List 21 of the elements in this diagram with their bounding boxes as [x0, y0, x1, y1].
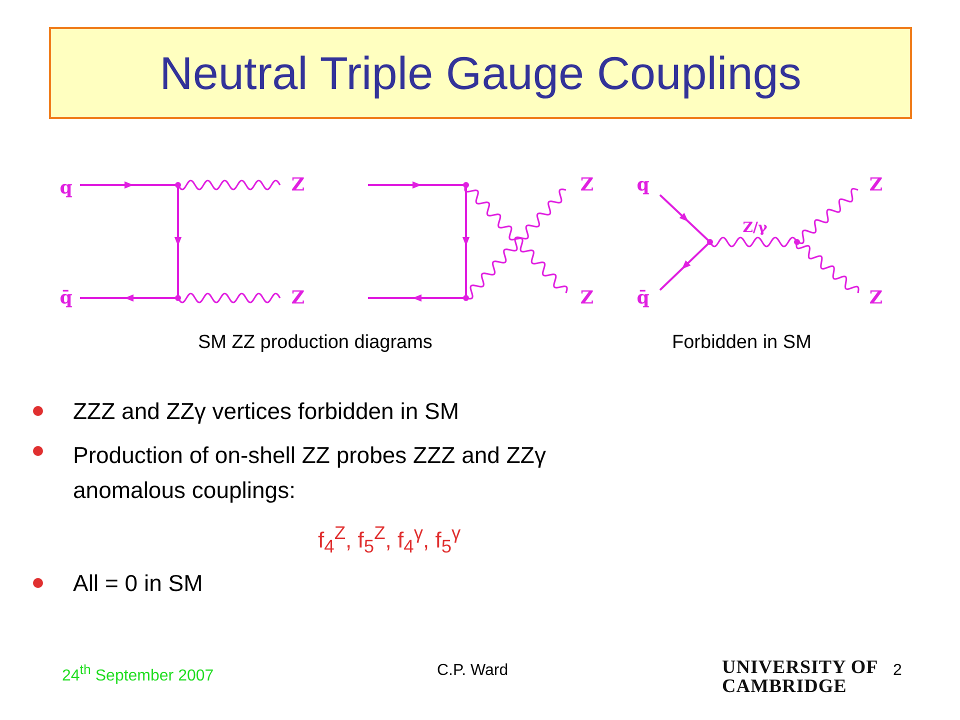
footer-text: C.P. Ward	[437, 662, 508, 680]
date: 24$^{th}$ September 2007	[62, 662, 214, 686]
particle-label: q̄	[60, 288, 72, 308]
particle-label: Z	[869, 174, 883, 196]
diagram-caption: SM ZZ production diagrams	[198, 332, 432, 354]
particle-label: Z	[580, 288, 594, 308]
title: Neutral Triple Gauge Couplings	[49, 27, 912, 119]
footer-text: 2	[893, 662, 902, 680]
diagram-caption: Forbidden in SM	[672, 332, 812, 354]
propagator-label: Z/γ	[742, 220, 768, 236]
bullet-text: Production of on-shell ZZ probes ZZZ and ZZγ anomalous couplings:	[73, 441, 547, 505]
particle-label: q	[60, 178, 72, 198]
particle-label: q̄	[636, 288, 650, 308]
particle-label: Z	[580, 174, 594, 196]
university-name: UNIVERSITY OF CAMBRIDGE	[722, 658, 879, 696]
bullet-text: All = 0 in SM	[73, 570, 203, 597]
particle-label: Z	[869, 288, 883, 308]
particle-label: Z	[291, 174, 305, 196]
bullet-text: ZZZ and ZZγ vertices forbidden in SM	[73, 398, 460, 425]
particle-label: Z	[291, 288, 305, 308]
particle-label: q	[636, 174, 650, 196]
